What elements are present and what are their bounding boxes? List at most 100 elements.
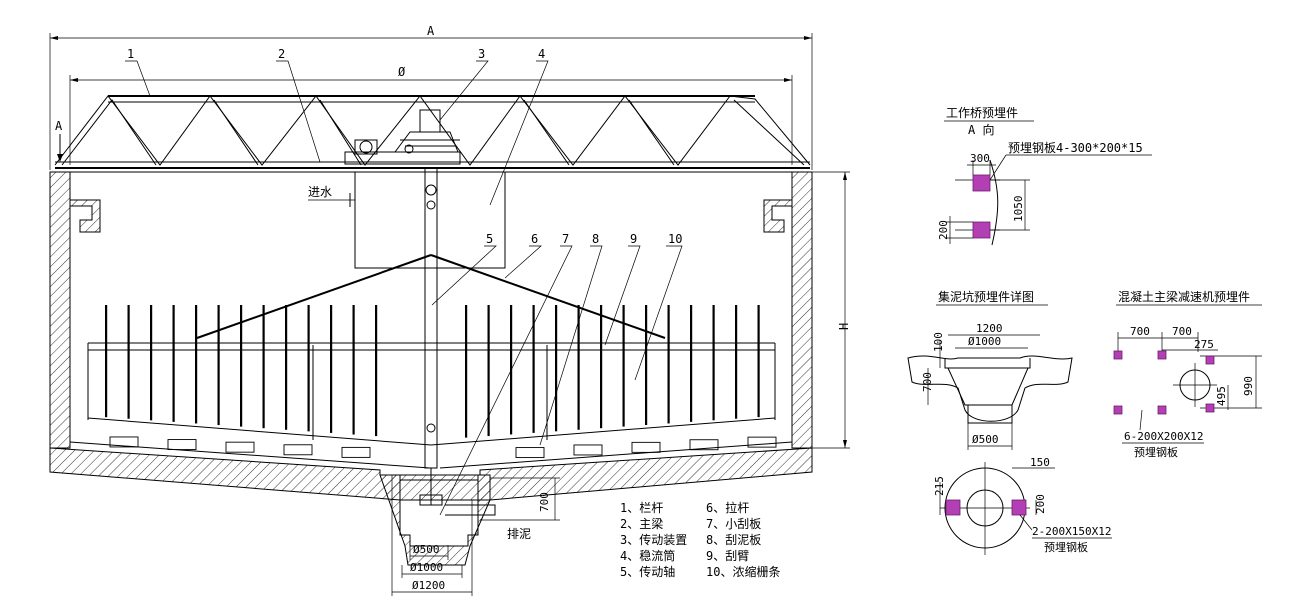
legend-item-8: 8、刮泥板 bbox=[706, 533, 761, 547]
callout-1: 1 bbox=[127, 47, 134, 61]
beam-embed-plate bbox=[1113, 405, 1123, 415]
sludge-label: 排泥 bbox=[507, 527, 531, 541]
callouts: 1 2 3 4 5 6 7 8 9 10 bbox=[125, 47, 683, 516]
picket bbox=[667, 305, 670, 424]
picket bbox=[285, 305, 288, 430]
embed-plate bbox=[972, 174, 991, 192]
bridge-d200-label: 200 bbox=[937, 220, 950, 240]
legend-item-9: 9、刮臂 bbox=[706, 549, 749, 563]
beam-d990-label: 990 bbox=[1242, 376, 1255, 396]
scraper-blades bbox=[109, 436, 777, 459]
beam-embed-plate bbox=[1157, 405, 1167, 415]
callout-10: 10 bbox=[668, 232, 682, 246]
scraper-blade bbox=[631, 441, 661, 453]
picket bbox=[217, 305, 220, 426]
beam-d700a-label: 700 bbox=[1130, 325, 1150, 338]
callout-8: 8 bbox=[592, 232, 599, 246]
picket bbox=[735, 305, 738, 419]
dimension-h-label: H bbox=[837, 323, 851, 330]
pit-note-2: 预埋钢板 bbox=[1044, 540, 1088, 554]
beam-note-1: 6-200X200X12 bbox=[1124, 430, 1203, 443]
legend-item-5: 5、传动轴 bbox=[620, 564, 675, 579]
pit-d100-label: 100 bbox=[932, 332, 945, 352]
picket bbox=[622, 305, 625, 427]
sump-d1200-label: Ø1200 bbox=[412, 579, 445, 592]
scraper-blade bbox=[225, 441, 255, 453]
pit-embed-plate bbox=[1011, 499, 1027, 516]
beam-embed-plate bbox=[1205, 403, 1215, 413]
scraper-blade bbox=[573, 444, 603, 456]
pit-detail-title: 集泥坑预埋件详图 bbox=[938, 289, 1034, 304]
legend-item-7: 7、小刮板 bbox=[706, 517, 761, 531]
callout-2: 2 bbox=[278, 47, 285, 61]
callout-3: 3 bbox=[478, 47, 485, 61]
pit-d150-label: 150 bbox=[1030, 456, 1050, 469]
picket bbox=[240, 305, 243, 427]
legend-item-3: 3、传动装置 bbox=[620, 532, 687, 547]
dimension-a-label: A bbox=[427, 24, 435, 38]
scraper-blade bbox=[283, 444, 313, 456]
scraper-arms bbox=[87, 342, 776, 446]
picket bbox=[307, 305, 310, 432]
beam-embed-plate bbox=[1157, 350, 1167, 360]
thickening-pickets bbox=[105, 305, 760, 438]
legend-item-4: 4、稳流筒 bbox=[620, 548, 675, 563]
callout-9: 9 bbox=[630, 232, 637, 246]
picket bbox=[150, 305, 153, 421]
bridge-detail-title: 工作桥预埋件 bbox=[946, 106, 1018, 120]
picket bbox=[712, 305, 715, 421]
dimension-phi-label: Ø bbox=[398, 65, 406, 79]
picket bbox=[645, 305, 648, 426]
sump-d1000-label: Ø1000 bbox=[410, 561, 443, 574]
pit-embed-plate bbox=[945, 499, 961, 516]
picket bbox=[105, 305, 108, 418]
scraper-blade bbox=[747, 436, 777, 448]
beam-detail-title: 混凝土主梁减速机预埋件 bbox=[1118, 289, 1250, 304]
bridge-d1050-label: 1050 bbox=[1012, 196, 1025, 223]
beam-embed-plates bbox=[1113, 350, 1215, 415]
picket bbox=[757, 305, 760, 418]
legend-item-10: 10、浓缩栅条 bbox=[706, 564, 780, 579]
legend-item-6: 6、拉杆 bbox=[706, 500, 749, 515]
sump-depth-label: 700 bbox=[538, 492, 551, 512]
view-a-label: A bbox=[55, 119, 63, 133]
bridge-d300-label: 300 bbox=[970, 152, 990, 165]
pit-d215-label: 215 bbox=[933, 476, 946, 496]
center-assembly: 进水 bbox=[196, 167, 666, 506]
picket bbox=[375, 305, 378, 437]
legend-item-1: 1、栏杆 bbox=[620, 500, 663, 515]
picket bbox=[532, 305, 535, 433]
pit-note-1: 2-200X150X12 bbox=[1032, 525, 1111, 538]
picket bbox=[262, 305, 265, 429]
legend-item-2: 2、主梁 bbox=[620, 516, 663, 531]
callout-4: 4 bbox=[538, 47, 545, 61]
picket bbox=[172, 305, 175, 422]
dimension-h: H bbox=[812, 171, 851, 449]
sump-d500-label: Ø500 bbox=[413, 543, 440, 556]
scraper-blade bbox=[109, 436, 139, 448]
beam-d495-label: 495 bbox=[1215, 386, 1228, 406]
callout-7: 7 bbox=[562, 232, 569, 246]
picket bbox=[690, 305, 693, 422]
truss-bridge bbox=[54, 95, 811, 169]
scraper-blade bbox=[515, 447, 545, 459]
pit-d700-label: 700 bbox=[921, 372, 934, 392]
picket bbox=[487, 305, 490, 437]
picket bbox=[330, 305, 333, 433]
bridge-detail-subtitle: A 向 bbox=[968, 122, 994, 137]
picket bbox=[555, 305, 558, 432]
picket bbox=[465, 305, 468, 438]
bridge-embed-detail: 工作桥预埋件 A 向 预埋钢板4-300*200*15 300 200 1050 bbox=[937, 106, 1152, 246]
dimension-phi: Ø bbox=[69, 65, 793, 165]
tank-walls bbox=[49, 171, 813, 566]
pit-embed-detail: 集泥坑预埋件详图 1200 Ø1000 100 700 Ø500 215 150… bbox=[907, 289, 1112, 555]
embed-plate bbox=[972, 221, 991, 239]
inlet-label: 进水 bbox=[308, 185, 332, 199]
picket bbox=[195, 305, 198, 424]
callout-5: 5 bbox=[486, 232, 493, 246]
pit-d1200-label: 1200 bbox=[976, 322, 1003, 335]
scraper-blade bbox=[167, 439, 197, 451]
scraper-blade bbox=[341, 446, 371, 458]
